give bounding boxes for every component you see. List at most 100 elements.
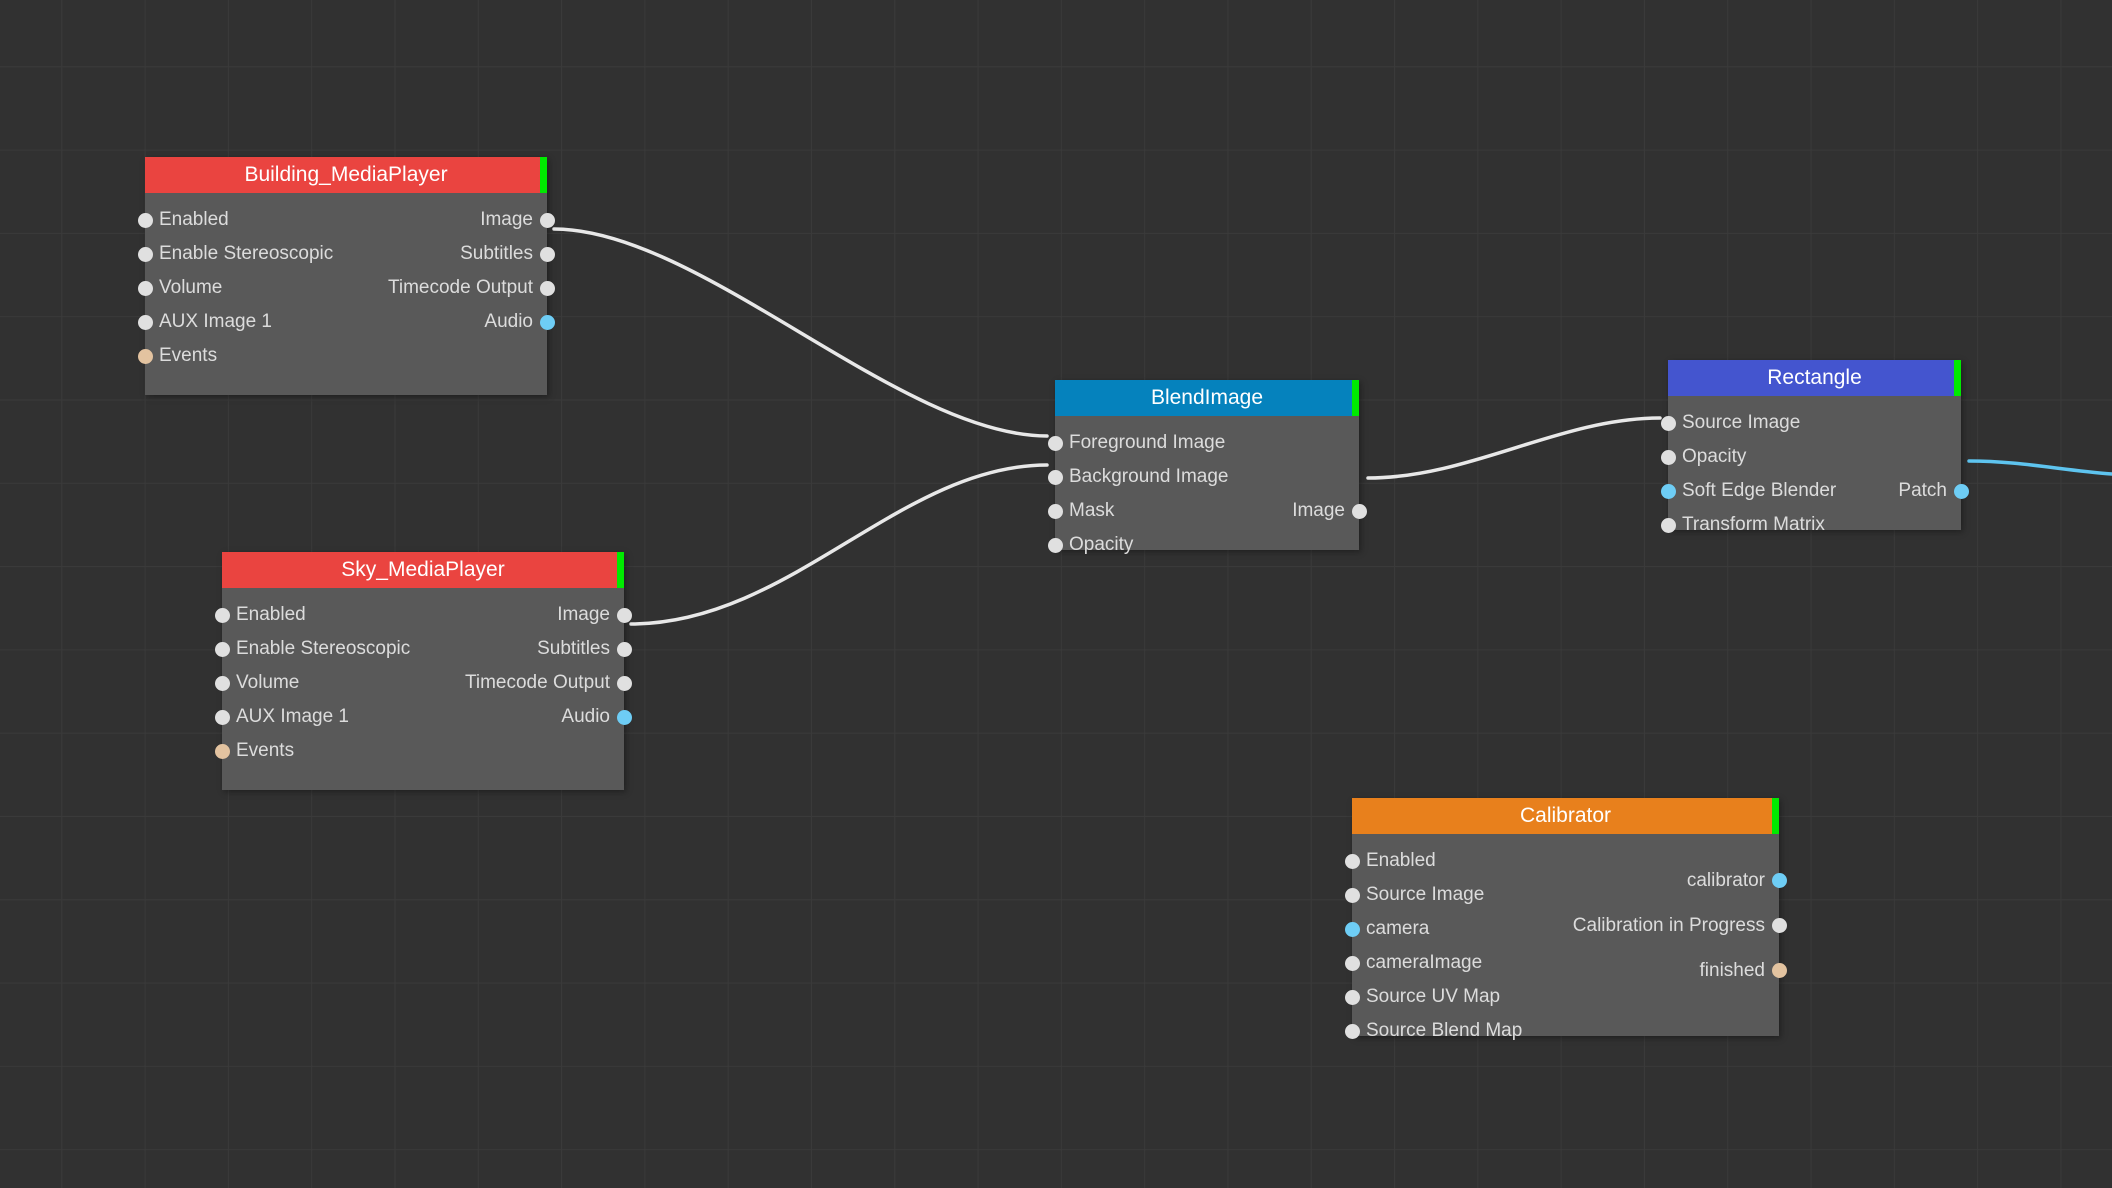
output-port-dot[interactable] (1351, 503, 1367, 519)
input-port-label: Source Image (1366, 884, 1485, 905)
output-port-dot[interactable] (616, 607, 632, 623)
input-port-dot[interactable] (1047, 435, 1063, 451)
output-port-dot[interactable] (539, 314, 555, 330)
input-port-dot[interactable] (1660, 517, 1676, 533)
output-port-dot[interactable] (616, 675, 632, 691)
node-header-calibrator[interactable]: Calibrator (1352, 798, 1779, 834)
input-port-dot[interactable] (137, 348, 153, 364)
input-row: Source Image (1344, 878, 1779, 912)
input-port-dot[interactable] (1047, 503, 1063, 519)
output-port-dot[interactable] (539, 246, 555, 262)
input-port-label: Transform Matrix (1682, 514, 1825, 535)
node-header-blendimage[interactable]: BlendImage (1055, 380, 1359, 416)
input-port-label: Opacity (1069, 534, 1134, 555)
input-port-label: AUX Image 1 (159, 311, 272, 332)
input-row: camera (1344, 912, 1779, 946)
input-port-label: cameraImage (1366, 952, 1483, 973)
output-row: Image (145, 203, 555, 237)
output-port-dot[interactable] (616, 709, 632, 725)
node-status-accent-bar (617, 552, 624, 588)
input-port-label: AUX Image 1 (236, 706, 349, 727)
output-row: Timecode Output (222, 666, 632, 700)
input-port-dot[interactable] (214, 743, 230, 759)
input-port-label: Enable Stereoscopic (159, 243, 334, 264)
input-row: Events (214, 734, 624, 768)
input-port-dot[interactable] (1344, 955, 1360, 971)
input-port-dot[interactable] (137, 246, 153, 262)
input-port-dot[interactable] (1660, 483, 1676, 499)
output-port-label: finished (1699, 960, 1766, 981)
input-row: Background Image (1047, 460, 1359, 494)
input-port-label: Mask (1069, 500, 1115, 521)
input-port-dot[interactable] (1047, 537, 1063, 553)
input-row: Enabled (214, 598, 624, 632)
input-port-dot[interactable] (137, 314, 153, 330)
output-port-dot[interactable] (1771, 873, 1787, 888)
output-row: Image (222, 598, 632, 632)
input-row: Opacity (1660, 440, 1961, 474)
input-row: Source Image (1660, 406, 1961, 440)
input-port-dot[interactable] (1344, 1023, 1360, 1039)
input-port-dot[interactable] (214, 607, 230, 623)
node-status-accent-bar (1954, 360, 1961, 396)
input-port-dot[interactable] (137, 280, 153, 296)
output-port-dot[interactable] (1953, 483, 1969, 499)
input-port-dot[interactable] (1047, 469, 1063, 485)
input-port-label: Enabled (1366, 850, 1436, 871)
input-port-label: Enable Stereoscopic (236, 638, 411, 659)
wire-sky-image-to-blend-background[interactable] (629, 463, 1049, 626)
input-port-dot[interactable] (1660, 449, 1676, 465)
output-port-dot[interactable] (616, 641, 632, 657)
node-title: Sky_MediaPlayer (341, 558, 505, 581)
input-port-dot[interactable] (1344, 921, 1360, 937)
wire-blend-image-to-rectangle-source[interactable] (1366, 416, 1662, 480)
input-row: Soft Edge Blender (1660, 474, 1961, 508)
output-row: Audio (222, 700, 632, 734)
input-port-dot[interactable] (1660, 415, 1676, 431)
output-port-label: Calibration in Progress (1572, 915, 1765, 936)
output-port-label: calibrator (1686, 870, 1765, 891)
input-port-dot[interactable] (1344, 989, 1360, 1005)
input-port-dot[interactable] (137, 212, 153, 228)
node-header-rectangle[interactable]: Rectangle (1668, 360, 1961, 396)
output-row: Audio (145, 305, 555, 339)
output-port-dot[interactable] (1771, 963, 1787, 978)
input-port-label: Opacity (1682, 446, 1747, 467)
input-row: Foreground Image (1047, 426, 1359, 460)
node-status-accent-bar (540, 157, 547, 193)
input-port-dot[interactable] (1344, 887, 1360, 903)
output-port-label: Subtitles (460, 243, 533, 264)
output-port-dot[interactable] (1771, 918, 1787, 933)
output-port-label: Image (1292, 500, 1345, 521)
input-port-label: Events (236, 740, 295, 761)
input-row: Enable Stereoscopic (214, 632, 624, 666)
input-row: Transform Matrix (1660, 508, 1961, 542)
input-port-dot[interactable] (214, 641, 230, 657)
input-row: Opacity (1047, 528, 1359, 562)
input-row: AUX Image 1 (214, 700, 624, 734)
wire-building-image-to-blend-foreground[interactable] (552, 227, 1049, 438)
node-header-sky-mediaplayer[interactable]: Sky_MediaPlayer (222, 552, 624, 588)
input-port-label: Volume (236, 672, 300, 693)
output-port-dot[interactable] (539, 280, 555, 296)
input-port-label: Background Image (1069, 466, 1229, 487)
wire-rectangle-patch-out[interactable] (1967, 459, 2112, 476)
output-port-dot[interactable] (539, 212, 555, 228)
node-header-building-mediaplayer[interactable]: Building_MediaPlayer (145, 157, 547, 193)
input-port-dot[interactable] (1344, 853, 1360, 869)
input-port-dot[interactable] (214, 709, 230, 725)
input-port-dot[interactable] (214, 675, 230, 691)
